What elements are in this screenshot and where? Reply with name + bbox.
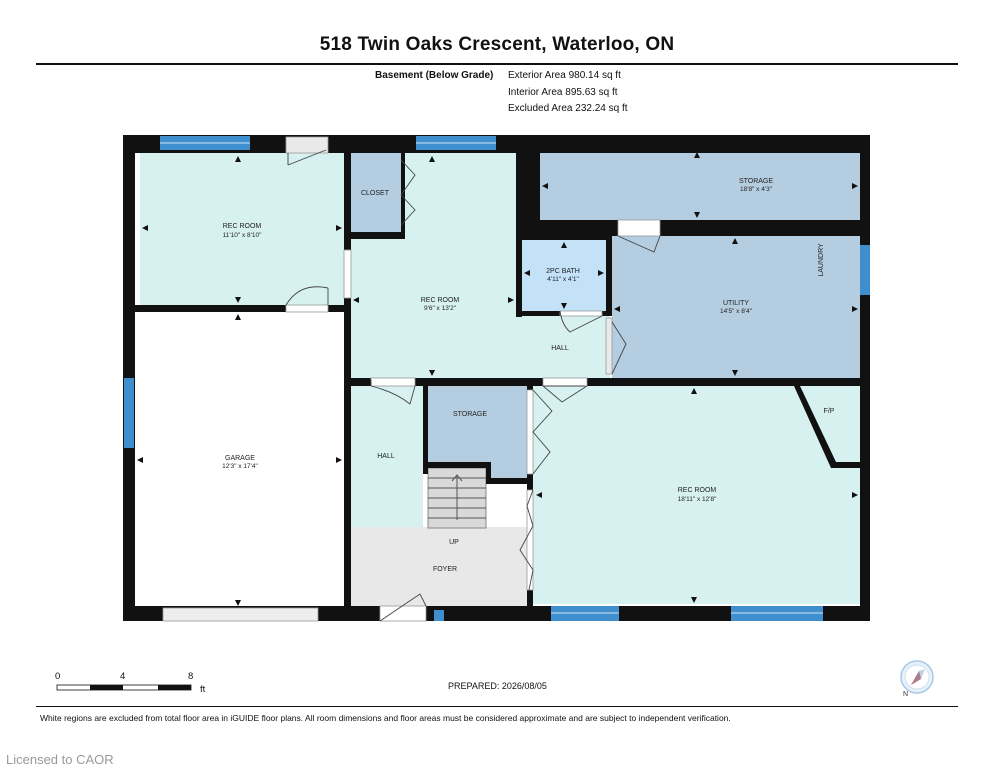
utility-dim: 14'5" x 8'4" [720, 308, 753, 315]
garage-label: GARAGE [225, 455, 255, 462]
scale-tick-4: 4 [120, 671, 126, 682]
utility-label: UTILITY [723, 300, 749, 307]
rec-room-2-dim: 9'6" x 13'2" [424, 305, 457, 312]
room-labels: REC ROOM 11'10" x 8'10" CLOSET REC ROOM … [222, 178, 835, 573]
foyer-area [351, 527, 529, 609]
utility-area [612, 236, 860, 378]
license-watermark: Licensed to CAOR [6, 752, 114, 767]
rec-room-3-dim: 18'11" x 12'8" [678, 496, 717, 503]
storage-1-area [540, 150, 860, 220]
hall-1-label: HALL [551, 345, 569, 352]
fireplace-area [800, 386, 860, 464]
storage-1-label: STORAGE [739, 178, 773, 185]
exterior-area: Exterior Area 980.14 sq ft [508, 70, 621, 81]
window [860, 245, 870, 295]
window-lines [160, 142, 823, 614]
rec-room-1-label: REC ROOM [223, 223, 262, 230]
laundry-label: LAUNDRY [818, 243, 825, 277]
hall-2-area [351, 384, 423, 527]
bath-area [522, 240, 606, 311]
compass-label: N [903, 691, 908, 698]
bath-label: 2PC BATH [546, 268, 580, 275]
up-label: UP [449, 539, 459, 546]
foyer-label: FOYER [433, 566, 457, 573]
scale-tick-0: 0 [55, 671, 61, 682]
storage-2-label: STORAGE [453, 411, 487, 418]
level-label: Basement (Below Grade) [375, 70, 494, 81]
scale-bar [56, 684, 192, 691]
scale-unit: ft [200, 684, 206, 695]
prepared-date: PREPARED: 2026/08/05 [448, 681, 547, 691]
closet-label: CLOSET [361, 190, 390, 197]
stairs [427, 467, 487, 529]
rec-room-3-area [533, 386, 860, 604]
fireplace-label: F/P [824, 408, 835, 415]
hall-2-label: HALL [377, 453, 395, 460]
footer-divider [36, 706, 958, 707]
scale-tick-8: 8 [188, 671, 194, 682]
door-openings [162, 136, 661, 622]
garage-area [134, 312, 344, 609]
storage-1-dim: 18'8" x 4'3" [740, 186, 773, 193]
area-values: Exterior Area 980.14 sq ft Interior Area… [508, 68, 628, 118]
dimension-arrows [137, 152, 858, 606]
rec-room-3-label: REC ROOM [678, 487, 717, 494]
closet-area-overlay [351, 153, 401, 232]
disclaimer-text: White regions are excluded from total fl… [40, 713, 731, 723]
rec-room-1-dim: 11'10" x 8'10" [223, 232, 262, 239]
window [124, 378, 134, 448]
title-divider [36, 63, 958, 65]
north-compass-icon: N [900, 660, 934, 698]
rec-room-2-label: REC ROOM [421, 297, 460, 304]
garage-dim: 12'3" x 17'4" [222, 463, 258, 470]
room-fills [134, 150, 860, 609]
plan-title: 518 Twin Oaks Crescent, Waterloo, ON [319, 34, 675, 55]
rec-room-1-area [140, 153, 344, 305]
door-swings [285, 149, 661, 622]
interior-area: Interior Area 895.63 sq ft [508, 86, 618, 98]
window [434, 610, 444, 621]
bath-dim: 4'11" x 4'1" [547, 276, 579, 283]
hall-1-area [516, 316, 610, 380]
excluded-area: Excluded Area 232.24 sq ft [508, 103, 628, 114]
